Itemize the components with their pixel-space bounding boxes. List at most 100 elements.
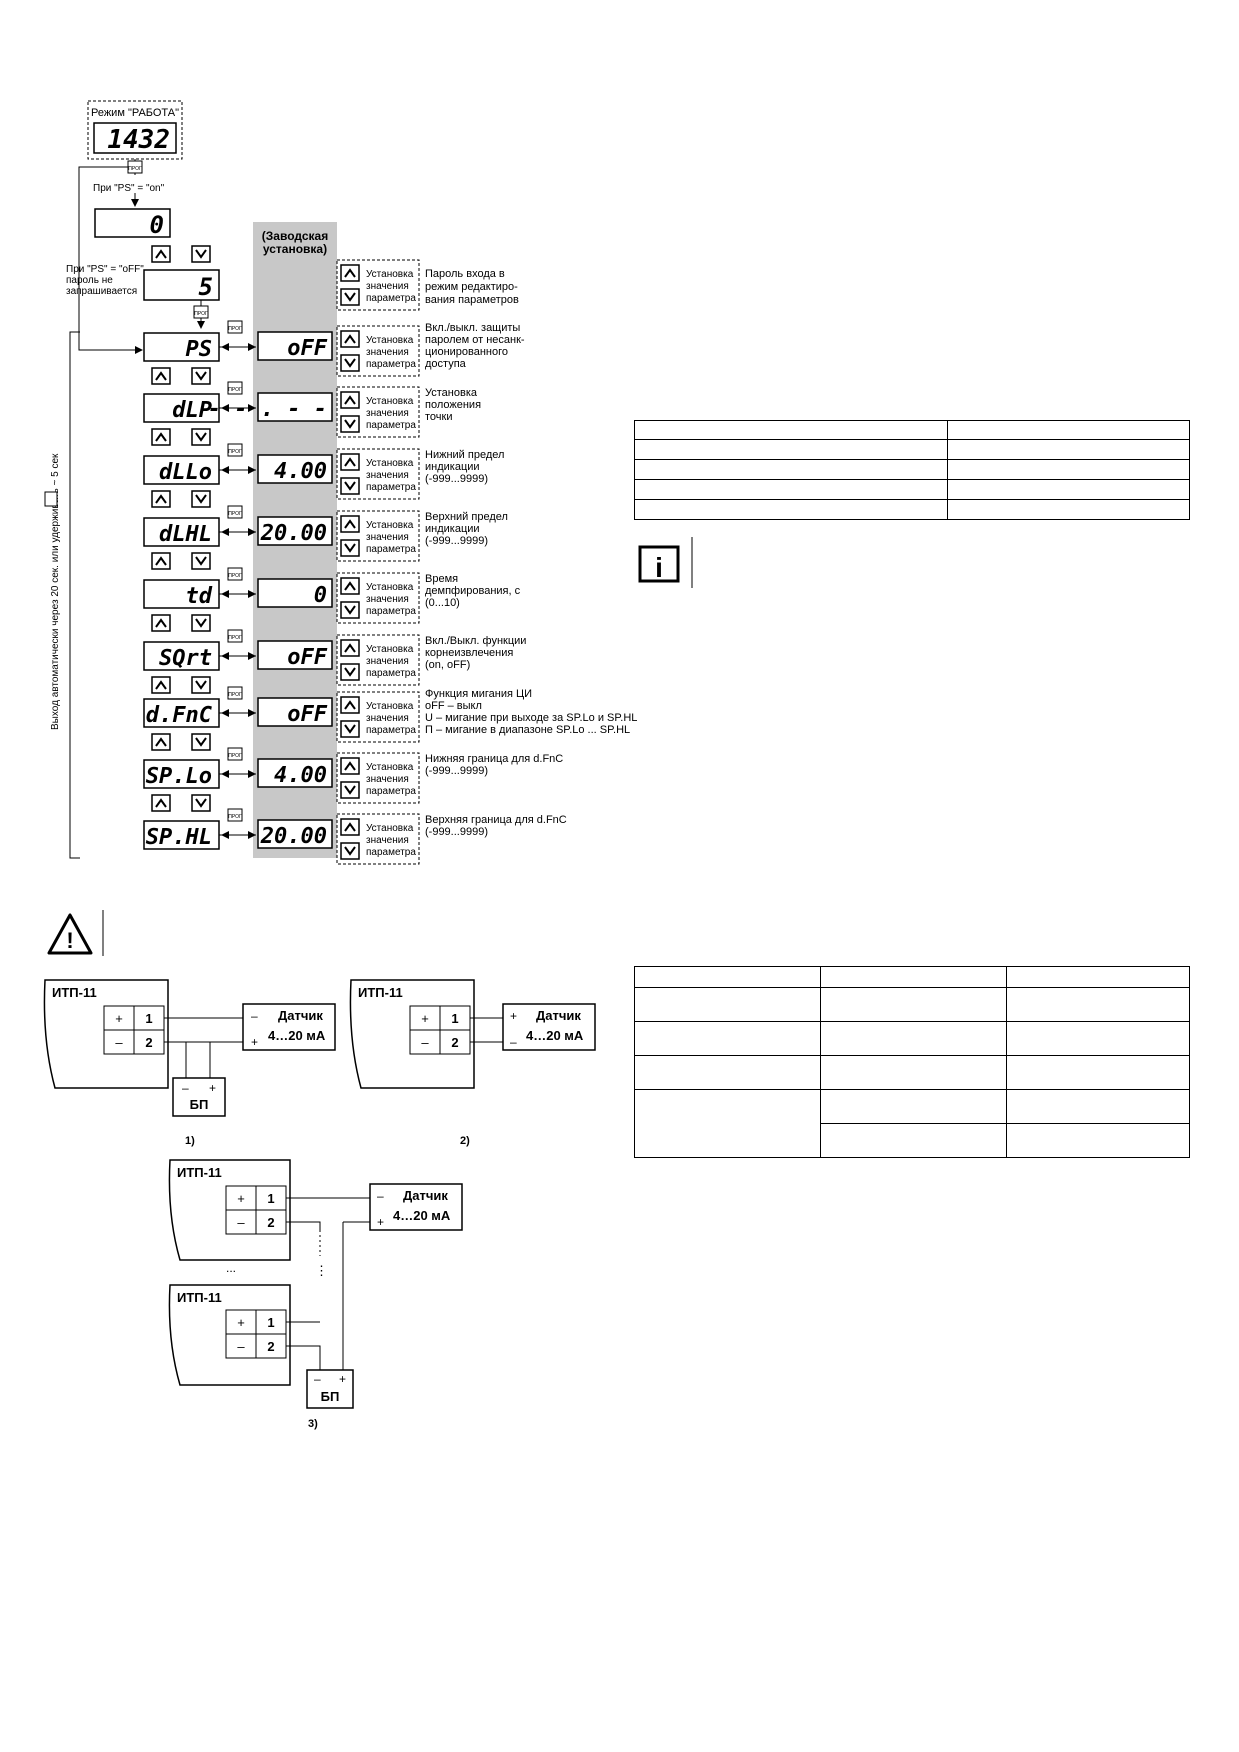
up-key	[340, 515, 360, 533]
prog-key	[227, 686, 243, 700]
svg-text:2: 2	[267, 1215, 274, 1230]
arrow-down-icon	[344, 605, 356, 615]
down-key	[340, 720, 360, 738]
param-desc: Нижний предел	[425, 449, 504, 461]
arrow-down-icon	[344, 667, 356, 677]
set-value-text: значения	[366, 532, 409, 543]
svg-text:Датчик: Датчик	[536, 1008, 581, 1023]
up-key	[151, 733, 171, 751]
arrow-up-icon	[155, 618, 167, 628]
svg-text:ПРОГ: ПРОГ	[228, 573, 242, 579]
arrow-down-icon	[344, 724, 356, 734]
factory-display	[257, 819, 333, 849]
svg-text:1: 1	[267, 1191, 274, 1206]
svg-text:2: 2	[267, 1339, 274, 1354]
password-display-5	[143, 269, 220, 301]
param-desc: Установка	[425, 387, 478, 399]
up-key	[151, 367, 171, 385]
svg-text:ПРОГ: ПРОГ	[228, 387, 242, 393]
svg-text:2: 2	[451, 1035, 458, 1050]
param-desc: доступа	[425, 358, 467, 370]
factory-display	[257, 758, 333, 788]
param-code: dLLo	[159, 460, 212, 485]
set-value-text: Установка	[366, 762, 414, 773]
arrow-up-icon	[344, 761, 356, 771]
param-code: SQrt	[159, 646, 212, 671]
arrow-down-icon	[344, 785, 356, 795]
svg-text:+: +	[510, 1009, 517, 1023]
svg-text:ПРОГ: ПРОГ	[228, 692, 242, 698]
param-desc: (on, oFF)	[425, 659, 470, 671]
svg-text:ИТП-11: ИТП-11	[177, 1290, 222, 1305]
svg-text:+: +	[421, 1011, 429, 1026]
svg-text:+: +	[339, 1372, 346, 1386]
svg-text:ИТП-11: ИТП-11	[177, 1165, 222, 1180]
set-value-text: параметра	[366, 725, 416, 736]
factory-display	[257, 640, 333, 670]
ps-off-note-3: запрашивается	[66, 286, 137, 297]
param-desc: Верхний предел	[425, 511, 508, 523]
param-desc: Функция мигания ЦИ	[425, 688, 532, 700]
svg-text:–: –	[314, 1372, 321, 1386]
svg-text:+: +	[115, 1011, 123, 1026]
arrow-up-icon	[155, 494, 167, 504]
factory-value: 0	[314, 583, 327, 608]
set-value-block	[336, 325, 420, 377]
set-value-text: Установка	[366, 335, 414, 346]
set-value-text: параметра	[366, 420, 416, 431]
param-display	[143, 641, 220, 671]
set-value-text: Установка	[366, 396, 414, 407]
down-key	[340, 477, 360, 495]
arrow-up-icon	[155, 737, 167, 747]
prog-key	[227, 443, 243, 457]
factory-display	[257, 578, 333, 608]
arrow-up-icon	[344, 700, 356, 710]
svg-text:ПРОГ: ПРОГ	[228, 814, 242, 820]
set-value-block	[336, 386, 420, 438]
up-key	[340, 696, 360, 714]
svg-text:Датчик: Датчик	[278, 1008, 323, 1023]
down-key	[340, 354, 360, 372]
down-key	[340, 539, 360, 557]
prog-key	[227, 747, 243, 761]
svg-text:i: i	[655, 552, 663, 583]
param-desc: (-999...9999)	[425, 765, 488, 777]
svg-text:+: +	[237, 1315, 245, 1330]
param-desc: Нижняя граница для d.FnC	[425, 753, 563, 765]
ps-off-note-1: При "PS" = "oFF"	[66, 264, 144, 275]
arrow-down-icon	[195, 737, 207, 747]
set-value-block	[336, 510, 420, 562]
up-key	[340, 577, 360, 595]
up-key	[151, 794, 171, 812]
param-desc: корнеизвлечения	[425, 647, 513, 659]
set-value-text: Установка	[366, 823, 414, 834]
svg-text:...: ...	[226, 1261, 236, 1275]
param-code: PS	[186, 337, 213, 362]
set-value-text: параметра	[366, 482, 416, 493]
set-value-text: значения	[366, 774, 409, 785]
arrow-down-icon	[195, 432, 207, 442]
svg-text:–: –	[237, 1339, 245, 1354]
arrow-up-icon	[155, 371, 167, 381]
svg-text:значения: значения	[366, 281, 409, 292]
work-mode-label: Режим "РАБОТА"	[91, 107, 179, 119]
factory-value: 4.00	[274, 763, 327, 788]
arrow-up-icon	[155, 556, 167, 566]
param-desc: (0...10)	[425, 597, 460, 609]
param-display	[143, 579, 220, 609]
svg-text:1: 1	[145, 1011, 152, 1026]
exit-note: Выход автоматически через 20 сек. или уд…	[50, 453, 61, 730]
up-key	[340, 818, 360, 836]
param-display	[143, 332, 220, 362]
set-value-text: Установка	[366, 520, 414, 531]
up-key	[151, 614, 171, 632]
set-value-block	[336, 752, 420, 804]
param-desc: U – мигание при выходе за SP.Lo и SP.HL	[425, 712, 637, 724]
arrow-up-icon	[155, 432, 167, 442]
